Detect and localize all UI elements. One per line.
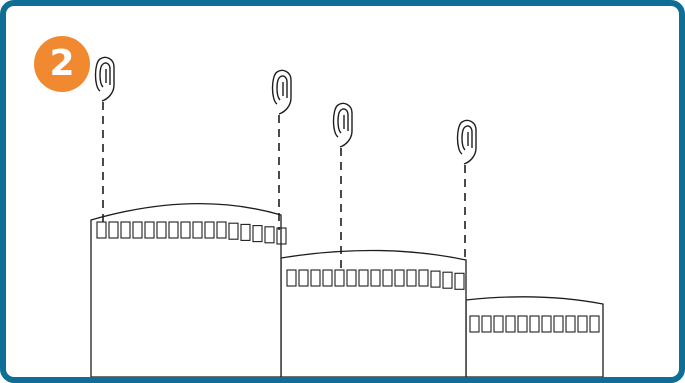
curtain-hook-icon (271, 69, 292, 115)
tape-slot (216, 221, 227, 239)
heading-tape-1 (96, 221, 287, 245)
tape-slot (370, 269, 381, 287)
tape-slot (192, 221, 203, 239)
tape-slot (346, 269, 357, 287)
tape-slot (481, 315, 492, 333)
curtain-panel-1 (90, 203, 287, 377)
tape-slot (204, 221, 215, 239)
curtain-hook-icon (94, 56, 115, 102)
tape-slot (394, 269, 405, 287)
tape-slot (310, 269, 321, 287)
tape-slot (180, 221, 191, 239)
dashed-guide-lines (102, 102, 466, 268)
curtain-panel-3 (465, 296, 604, 377)
curtain-hook-icon (456, 119, 477, 165)
tape-slot (454, 272, 465, 290)
tape-slot (264, 226, 275, 244)
heading-tape-3 (469, 315, 600, 333)
tape-slot (108, 221, 119, 239)
tape-slot (358, 269, 369, 287)
tape-slot (565, 315, 576, 333)
tape-slot (406, 269, 417, 287)
tape-slot (156, 221, 167, 239)
tape-slot (577, 315, 588, 333)
tape-slot (382, 269, 393, 287)
step-number: 2 (49, 43, 75, 84)
curtain-panel-2 (280, 249, 467, 377)
tape-slot (553, 315, 564, 333)
step-number-badge: 2 (34, 36, 90, 92)
hooks (94, 56, 477, 165)
tape-slot (418, 269, 429, 287)
tape-slot (228, 222, 239, 240)
tape-slot (168, 221, 179, 239)
tape-slot (322, 269, 333, 287)
tape-slot (298, 269, 309, 287)
tape-slot (276, 227, 287, 245)
tape-slot (132, 221, 143, 239)
heading-tape-2 (286, 269, 465, 290)
tape-slot (493, 315, 504, 333)
tape-slot (529, 315, 540, 333)
tape-slot (96, 221, 107, 239)
tape-slot (589, 315, 600, 333)
tape-slot (430, 270, 441, 288)
tape-slot (120, 221, 131, 239)
tape-slot (334, 269, 345, 287)
curtain-hooks-illustration (90, 56, 604, 377)
tape-slot (505, 315, 516, 333)
tape-slot (517, 315, 528, 333)
curtain-hook-icon (332, 102, 353, 148)
tape-slot (144, 221, 155, 239)
tape-slot (240, 223, 251, 241)
tape-slot (286, 269, 297, 287)
tape-slot (252, 225, 263, 243)
tape-slot (469, 315, 480, 333)
tape-slot (442, 271, 453, 289)
tape-slot (541, 315, 552, 333)
